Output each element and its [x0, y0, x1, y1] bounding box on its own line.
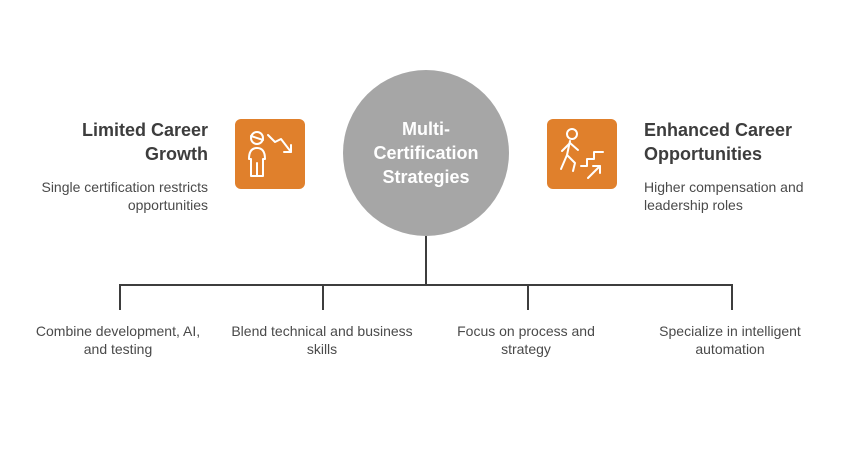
branch-label-1: Combine development, AI, and testing	[35, 323, 201, 357]
person-climbing-stairs-icon	[560, 128, 604, 179]
right-icon-box	[547, 119, 617, 189]
center-circle: Multi-Certification Strategies	[343, 70, 509, 236]
center-label: Multi-Certification Strategies	[373, 119, 479, 187]
left-title: Limited Career Growth	[81, 120, 208, 164]
left-icon-box	[235, 119, 305, 189]
branch-label-3: Focus on process and strategy	[457, 323, 595, 357]
right-title: Enhanced Career Opportunities	[644, 120, 793, 164]
left-description: Single certification restricts opportuni…	[41, 179, 208, 213]
branch-label-2: Blend technical and business skills	[231, 323, 413, 357]
person-declining-arrow-icon	[248, 131, 292, 177]
right-description: Higher compensation and leadership roles	[644, 179, 804, 213]
branch-label-4: Specialize in intelligent automation	[659, 323, 801, 357]
